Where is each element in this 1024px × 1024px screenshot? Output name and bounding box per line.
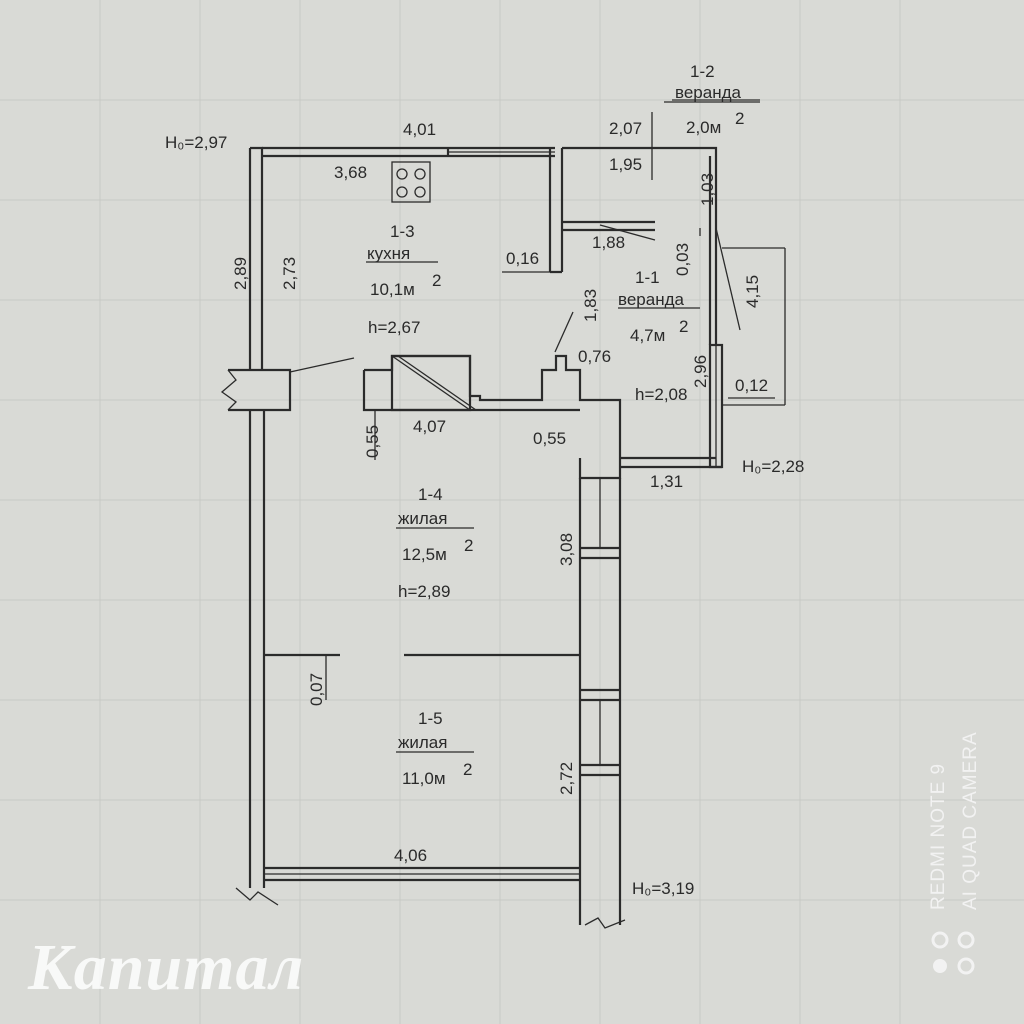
- dim-4-07: 4,07: [413, 417, 446, 436]
- room-1-4-area: 12,5м: [402, 545, 447, 564]
- dim-1-88: 1,88: [592, 233, 625, 252]
- dim-1-03: 1,03: [698, 173, 717, 206]
- dim-0-07: 0,07: [307, 673, 326, 706]
- room-1-1-area-sup: 2: [679, 317, 688, 336]
- room-1-5-id: 1-5: [418, 709, 443, 728]
- room-1-2-name: веранда: [675, 83, 742, 102]
- dim-4-06: 4,06: [394, 846, 427, 865]
- dim-1-31: 1,31: [650, 472, 683, 491]
- room-1-3-height: h=2,67: [368, 318, 420, 337]
- room-1-2-id: 1-2: [690, 62, 715, 81]
- camera-model-text: REDMI NOTE 9: [928, 762, 949, 910]
- room-1-1-name: веранда: [618, 290, 685, 309]
- dim-3-08: 3,08: [557, 533, 576, 566]
- dim-0-03: 0,03: [673, 243, 692, 276]
- dim-3-68: 3,68: [334, 163, 367, 182]
- camera-type-text: AI QUAD CAMERA: [960, 731, 981, 910]
- room-1-3-id: 1-3: [390, 222, 415, 241]
- dim-0-12: 0,12: [735, 376, 768, 395]
- elevation-2-97: H₀=2,97: [165, 133, 227, 152]
- room-1-5-area: 11,0м: [402, 769, 446, 788]
- dim-0-55-a: 0,55: [363, 425, 382, 458]
- room-1-5-area-sup: 2: [463, 760, 472, 779]
- room-1-2-area: 2,0м: [686, 118, 721, 137]
- dim-2-07: 2,07: [609, 119, 642, 138]
- room-1-1-area: 4,7м: [630, 326, 665, 345]
- room-1-3-name: кухня: [367, 244, 410, 263]
- dim-2-73: 2,73: [280, 257, 299, 290]
- room-1-3-area: 10,1м: [370, 280, 415, 299]
- walls: [220, 99, 786, 929]
- dim-2-89: 2,89: [231, 257, 250, 290]
- dim-4-15: 4,15: [743, 275, 762, 308]
- dim-0-76: 0,76: [578, 347, 611, 366]
- dim-2-72: 2,72: [557, 762, 576, 795]
- dim-1-95: 1,95: [609, 155, 642, 174]
- dim-4-01: 4,01: [403, 120, 436, 139]
- room-1-4-height: h=2,89: [398, 582, 450, 601]
- room-1-4-area-sup: 2: [464, 536, 473, 555]
- room-1-1-height: h=2,08: [635, 385, 687, 404]
- elevation-2-28: H₀=2,28: [742, 457, 804, 476]
- dim-2-96: 2,96: [691, 355, 710, 388]
- dim-0-16: 0,16: [506, 249, 539, 268]
- room-1-4-name: жилая: [398, 509, 447, 528]
- camera-lens-icon: [931, 931, 975, 975]
- elevation-3-19: H₀=3,19: [632, 879, 694, 898]
- dim-0-55-b: 0,55: [533, 429, 566, 448]
- room-1-5-name: жилая: [398, 733, 447, 752]
- dim-1-83: 1,83: [581, 289, 600, 322]
- watermark-logo: Капитал: [28, 931, 305, 1004]
- room-1-4-id: 1-4: [418, 485, 443, 504]
- room-1-2-area-sup: 2: [735, 109, 744, 128]
- room-1-1-id: 1-1: [635, 268, 660, 287]
- room-1-3-area-sup: 2: [432, 271, 441, 290]
